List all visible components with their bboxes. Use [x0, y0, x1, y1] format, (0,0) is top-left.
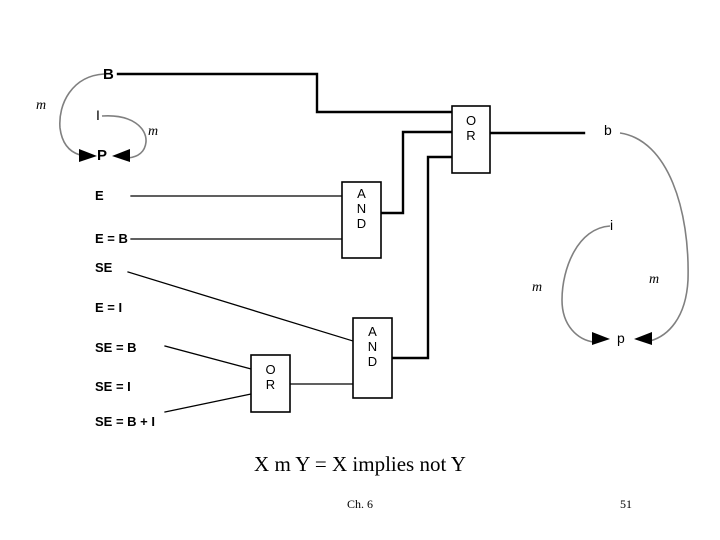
- gate-box-or-bottom[interactable]: [250, 354, 291, 413]
- predicate-label-se-eq-i: SE = I: [95, 379, 131, 394]
- predicate-label-se-eq-b-plus-i: SE = B + I: [95, 414, 155, 429]
- gate-box-and-bottom[interactable]: [352, 317, 393, 399]
- predicate-label-e-eq-i: E = I: [95, 300, 123, 315]
- arc-label-right-inner: m: [532, 280, 543, 295]
- predicate-label-e: E: [95, 188, 104, 203]
- arc-label-right-outer: m: [649, 272, 660, 287]
- wire-and-top-to-or-top: [379, 130, 454, 215]
- wires: [116, 72, 586, 360]
- left-belief-arcs: [59, 73, 147, 159]
- gate-boxes: [250, 105, 491, 413]
- arrowhead-into-p-from-left: [79, 149, 97, 162]
- gate-box-and-top[interactable]: [341, 181, 382, 259]
- wire-and-bottom-to-or-top: [390, 155, 454, 360]
- arc-b-to-p-left: [59, 73, 105, 156]
- left-arrowheads: [79, 149, 130, 162]
- right-belief-arcs: [561, 132, 689, 343]
- slide-caption: X m Y = X implies not Y: [254, 452, 466, 476]
- node-label-b-lower: b: [604, 122, 612, 138]
- node-label-p-upper: P: [97, 147, 108, 164]
- node-label-i-upper: I: [96, 107, 100, 123]
- arc-label-left-outer: m: [36, 98, 47, 113]
- gate-label-and-top: A N D: [356, 186, 367, 232]
- wires-thin: [127, 195, 354, 413]
- node-label-b-upper: B: [103, 66, 114, 83]
- right-arrowheads: [592, 332, 652, 345]
- gate-box-or-top[interactable]: [451, 105, 491, 174]
- footer-chapter: Ch. 6: [346, 497, 373, 511]
- footer-page-number: 51: [620, 497, 632, 511]
- arrowhead-into-p-lower-from-right: [634, 332, 652, 345]
- wire-sebi-to-or-bottom: [164, 393, 252, 413]
- predicate-label-se: SE: [95, 260, 113, 275]
- node-label-i-lower: i: [610, 217, 614, 233]
- arrowhead-into-p-from-right: [112, 149, 130, 162]
- arc-b-lower-to-p-right: [619, 132, 689, 342]
- node-label-p-lower: p: [617, 330, 625, 346]
- predicate-label-e-eq-b: E = B: [95, 231, 128, 246]
- predicate-label-se-eq-b: SE = B: [95, 340, 137, 355]
- arrowhead-into-p-lower-from-left: [592, 332, 610, 345]
- arc-i-lower-to-p-left: [561, 225, 611, 343]
- wire-se-to-and-bottom: [127, 271, 354, 342]
- wire-b-to-or-top: [116, 72, 454, 114]
- gate-label-and-bottom: A N D: [367, 324, 378, 370]
- arc-label-left-inner: m: [148, 124, 159, 139]
- wire-seb-to-or-bottom: [164, 345, 252, 370]
- gate-label-or-top: O R: [465, 113, 477, 144]
- gate-label-or-bottom: O R: [265, 362, 276, 393]
- arc-i-to-p-right: [101, 115, 147, 159]
